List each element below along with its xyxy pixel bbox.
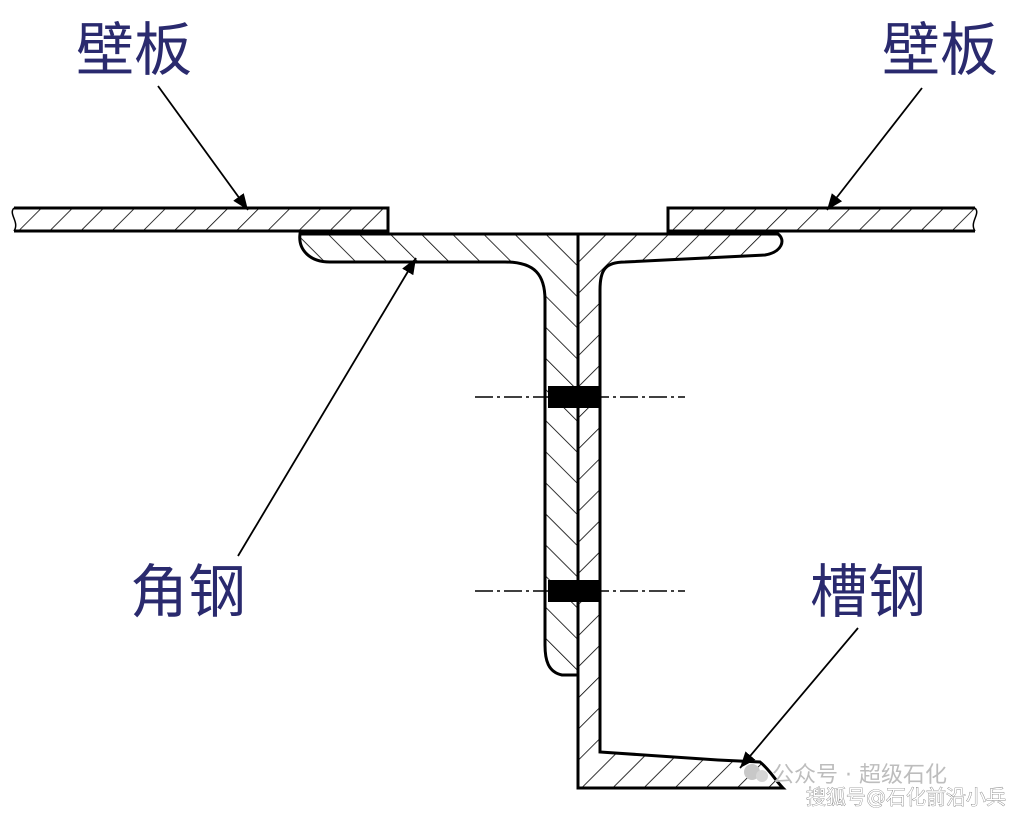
wall-panel-right: [666, 206, 978, 233]
label-wall-panel-right: 壁板: [882, 16, 998, 84]
channel-steel-section: [576, 232, 787, 790]
leader-channel-steel: [739, 627, 859, 769]
wall-panel-left: [11, 206, 390, 233]
watermark-line2: 搜狐号@石化前沿小兵: [806, 785, 1006, 809]
angle-steel-section: [298, 232, 580, 677]
watermark: 公众号 · 超级石化 搜狐号@石化前沿小兵: [744, 763, 1006, 809]
label-channel-steel: 槽钢: [810, 558, 926, 626]
leader-angle-steel: [237, 257, 417, 557]
leader-wall-panel-left: [157, 85, 249, 211]
watermark-line1: 公众号 · 超级石化: [772, 763, 947, 788]
leader-wall-panel-right: [826, 87, 923, 211]
label-angle-steel: 角钢: [130, 558, 246, 626]
label-wall-panel-left: 壁板: [76, 16, 192, 84]
